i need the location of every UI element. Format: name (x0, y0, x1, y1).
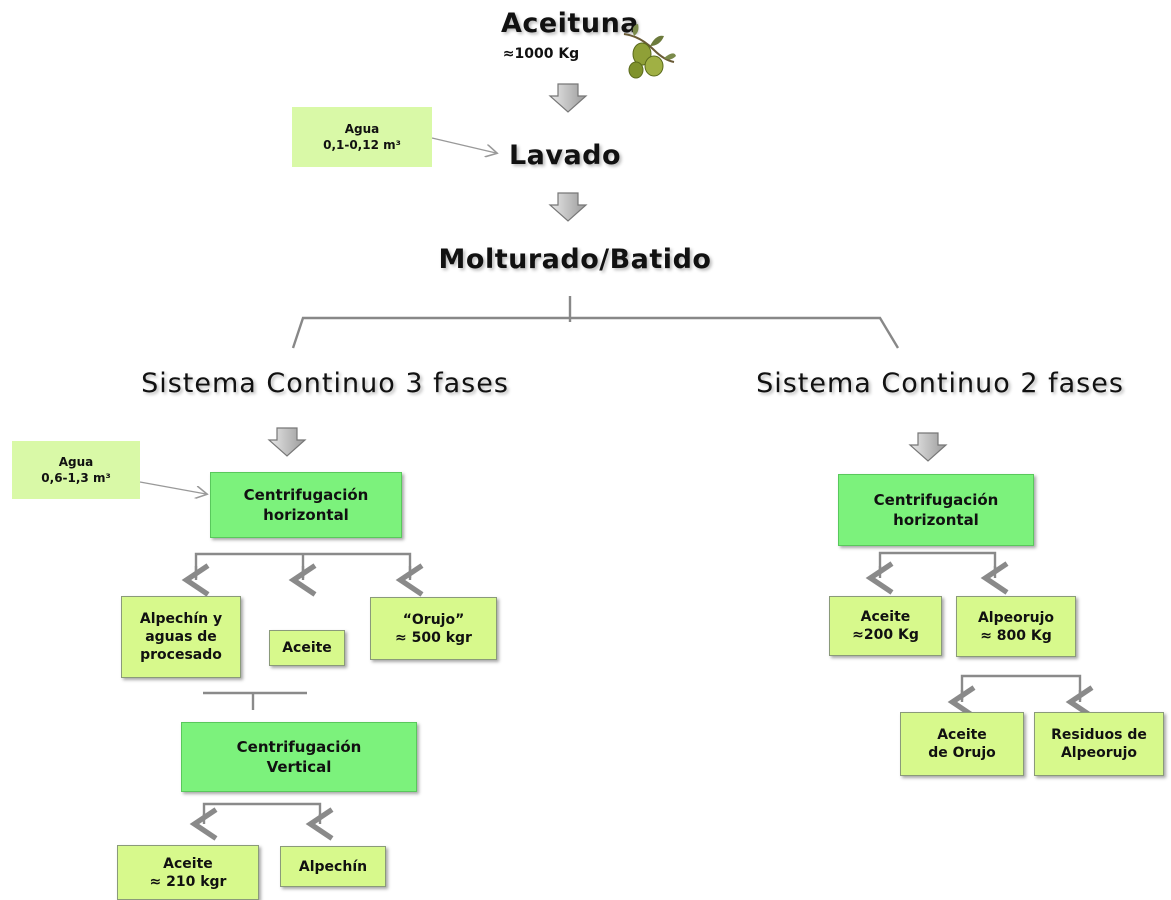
vertical-split-bracket (202, 802, 322, 820)
three-phase-horizontal-centrifuge: Centrifugación horizontal (210, 472, 402, 538)
down-block-arrow-1 (548, 83, 588, 113)
three-phase-split-bracket (194, 552, 412, 578)
alpeorujo-split-bracket (960, 674, 1082, 700)
lavado-label: Lavado (508, 140, 622, 171)
final-residuos-alpeorujo: Residuos de Alpeorujo (1034, 712, 1164, 776)
output-orujo: “Orujo” ≈ 500 kgr (370, 597, 497, 660)
three-phase-title: Sistema Continuo 3 fases (141, 368, 509, 399)
output-aceite-2f: Aceite ≈200 Kg (829, 596, 942, 656)
down-block-arrow-3 (267, 427, 307, 457)
two-phase-split-bracket (878, 551, 997, 574)
output-alpeorujo: Alpeorujo ≈ 800 Kg (956, 596, 1076, 657)
final-aceite: Aceite ≈ 210 kgr (117, 845, 259, 900)
down-block-arrow-2 (548, 192, 588, 222)
output-aceite: Aceite (269, 630, 345, 666)
water-arrow-1 (431, 137, 496, 153)
water-arrow-2 (139, 481, 206, 494)
vertical-centrifuge-link (203, 691, 307, 710)
molturado-label: Molturado/Batido (438, 244, 712, 275)
olive-branch-icon (623, 24, 676, 79)
aceituna-quantity: ≈1000 Kg (502, 46, 580, 62)
vertical-centrifuge: Centrifugación Vertical (181, 722, 417, 792)
two-phase-title: Sistema Continuo 2 fases (756, 368, 1124, 399)
main-split-bracket (291, 296, 900, 349)
aceituna-label: Aceituna (500, 8, 640, 39)
output-alpechin-aguas: Alpechín y aguas de procesado (121, 596, 241, 678)
final-aceite-orujo: Aceite de Orujo (900, 712, 1024, 776)
two-phase-horizontal-centrifuge: Centrifugación horizontal (838, 474, 1034, 546)
down-block-arrow-4 (908, 432, 948, 462)
final-alpechin: Alpechín (280, 846, 386, 887)
water-note-centrifuge: Agua 0,6-1,3 m³ (12, 441, 140, 499)
water-note-lavado: Agua 0,1-0,12 m³ (292, 107, 432, 167)
